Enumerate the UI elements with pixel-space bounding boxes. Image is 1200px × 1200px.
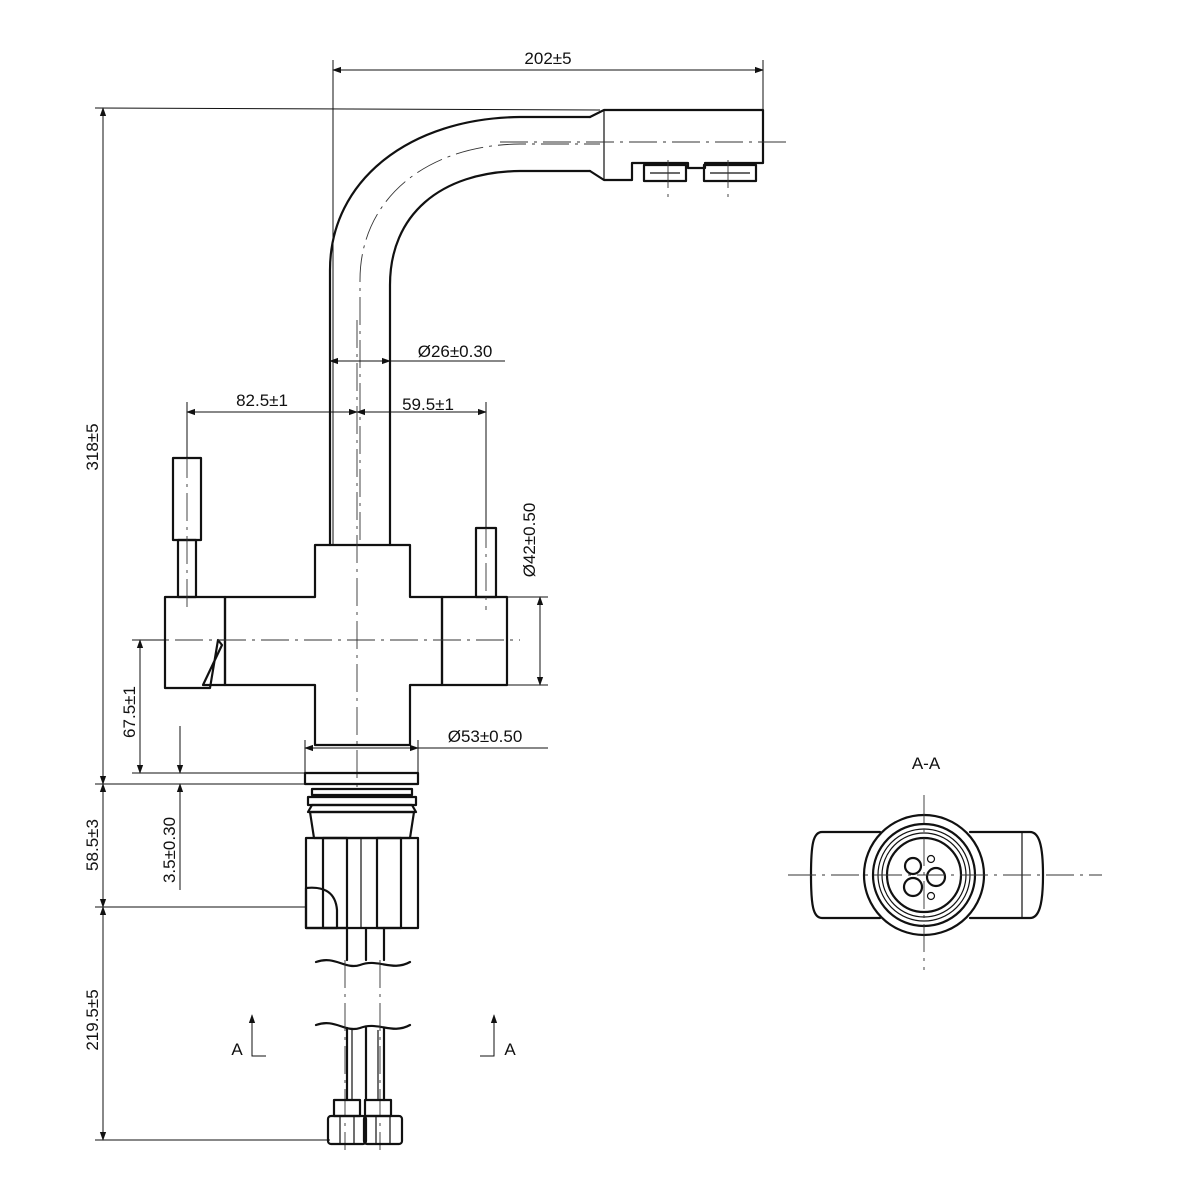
label-left-handle-offset: 82.5±1 [236,391,288,410]
label-spout-diameter: Ø26±0.30 [418,342,493,361]
label-total-height: 318±5 [83,423,102,470]
dimension-lines [94,60,764,1141]
label-hose-length: 219.5±5 [83,989,102,1050]
base-flange [303,771,420,786]
section-marker-right: A [504,1040,516,1059]
spout-inner [388,169,592,547]
outlet-right [702,163,758,183]
label-body-axis-height: 67.5±1 [120,686,139,738]
outlet-left [642,163,688,183]
inlet-filtered [925,866,947,888]
inlet-cold [902,876,924,898]
main-body [223,543,444,747]
label-spout-reach: 202±5 [524,49,571,68]
section-marker-left: A [231,1040,243,1059]
label-side-diameter: Ø42±0.50 [520,503,539,578]
label-right-handle-offset: 59.5±1 [402,395,454,414]
label-washer-thickness: 3.5±0.30 [160,817,179,883]
dimension-labels: 202±5 Ø26±0.30 82.5±1 59.5±1 Ø53±0.50 Ø4… [83,49,572,1051]
section-markers: A A [231,1014,516,1059]
inlet-hot [903,856,923,876]
label-thread-length: 58.5±3 [83,819,102,871]
left-cartridge [163,595,227,690]
faucet-outline [132,108,790,1150]
spout-outer [328,115,592,547]
label-base-diameter: Ø53±0.50 [448,727,523,746]
mounting-bracket [304,836,420,930]
section-view-a-a: A-A [788,754,1102,970]
section-title: A-A [912,754,941,773]
right-cartridge [440,595,509,687]
